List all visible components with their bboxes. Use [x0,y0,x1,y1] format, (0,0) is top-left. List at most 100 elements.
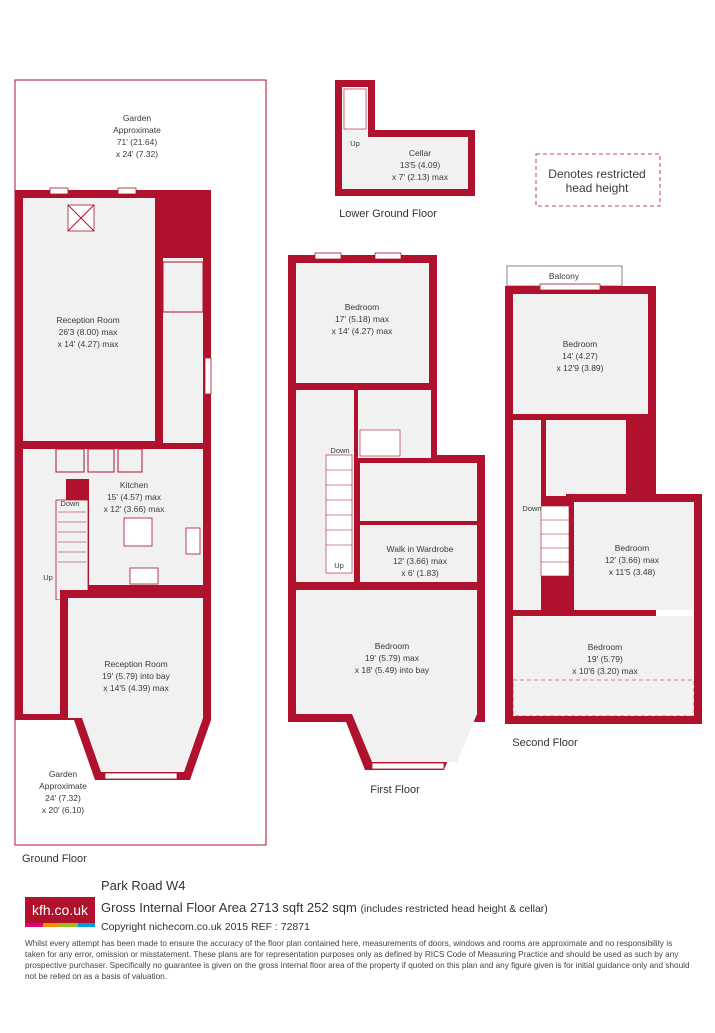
garden-front-l4: x 20' (6.10) [42,805,84,815]
garden-rear-l4: x 24' (7.32) [116,149,158,159]
floor-area: Gross Internal Floor Area 2713 sqft 252 … [101,900,548,915]
reception-rear-l3: x 14' (4.27) max [58,339,119,349]
reception-front-l2: 19' (5.79) into bay [102,671,171,681]
floor-label-lower-ground: Lower Ground Floor [339,208,437,220]
first-bed-rear-l2: 17' (5.18) max [335,314,390,324]
first-rear-window [314,252,342,260]
second-bed-mid-l2: 12' (3.66) max [605,555,660,565]
front-bay-window [104,772,178,780]
wc-ground [162,261,204,313]
cellar-l1: Cellar [409,148,431,158]
second-restricted-area [512,679,695,717]
kfh-logo: kfh.co.uk [25,897,95,923]
stripe-blue [77,923,95,927]
first-bed-front [296,590,477,762]
balcony-label: Balcony [549,271,580,281]
logo-stripe [25,923,95,927]
kitchen-sink [185,527,201,555]
second-bed-front-l1: Bedroom [588,642,623,652]
second-bed-mid-l1: Bedroom [615,543,650,553]
second-right-wall-ext [566,494,702,502]
first-floor [288,252,485,770]
stripe-green [60,923,78,927]
reception-front-l1: Reception Room [104,659,167,669]
garden-front-l2: Approximate [39,781,87,791]
first-bed-rear [296,263,429,383]
first-rear-window-2 [374,252,402,260]
reception-front-l3: x 14'5 (4.39) max [103,683,169,693]
legend-line-1: Denotes restricted [548,167,645,181]
cellar-l2: 13'5 (4.09) [400,160,441,170]
kitchen-hob [129,567,159,585]
first-stairs [325,454,353,574]
floor-label-second: Second Floor [512,737,578,749]
rear-window [49,187,69,195]
first-stairs-up: Up [334,561,344,570]
second-bed-rear-l3: x 12'9 (3.89) [557,363,604,373]
ground-stairs-down: Down [60,499,79,508]
floor-plan: Denotes restricted head height Garden Ap… [14,79,702,865]
second-right-wall [694,494,702,724]
first-bed-front-l1: Bedroom [375,641,410,651]
second-bed-front-l2: 19' (5.79) [587,654,623,664]
second-bed-mid [574,502,694,610]
walk-in-l3: x 6' (1.83) [401,568,439,578]
second-bed-rear [513,294,648,414]
second-stairs [540,505,570,577]
reception-room-front [68,598,203,772]
stripe-pink [25,923,43,927]
cellar-floor [342,87,468,189]
first-bed-rear-l3: x 14' (4.27) max [332,326,393,336]
cellar-stairs-up: Up [350,139,360,148]
kitchen-l2: 15' (4.57) max [107,492,162,502]
floor-label-first: First Floor [370,784,420,796]
copyright: Copyright nichecom.co.uk 2015 REF : 7287… [101,921,310,933]
porch [23,600,60,714]
cupboard-2 [87,448,115,473]
cupboard-1 [55,448,85,473]
kitchen-island [123,517,153,547]
second-bed-rear-l1: Bedroom [563,339,598,349]
walk-in-l2: 12' (3.66) max [393,556,448,566]
first-bath [359,429,401,457]
ground-floor [14,79,267,846]
garden-front-l3: 24' (7.32) [45,793,81,803]
stripe-orange [42,923,60,927]
second-bottom-wall [505,716,702,724]
second-bed-mid-l3: x 11'5 (3.48) [609,567,656,577]
walk-in-l1: Walk in Wardrobe [387,544,454,554]
lower-ground-floor [335,80,475,196]
walk-in-wardrobe-room [360,525,477,582]
first-bed-rear-l1: Bedroom [345,302,380,312]
ground-stairs-up: Up [43,573,53,582]
cellar-stairs [343,88,367,130]
legend-line-2: head height [566,181,629,195]
garden-rear-l2: Approximate [113,125,161,135]
second-bed-front-l3: x 10'6 (3.20) max [572,666,638,676]
garden-rear-l3: 71' (21.64) [117,137,158,147]
first-bay-window [371,762,445,770]
ground-stairs [55,499,89,601]
first-stairs-down: Down [330,446,349,455]
garden-rear-l1: Garden [123,113,152,123]
property-address: Park Road W4 [101,878,186,893]
reception-room-rear [23,198,155,441]
kitchen-l1: Kitchen [120,480,149,490]
floor-label-ground: Ground Floor [22,853,87,865]
kitchen-l3: x 12' (3.66) max [104,504,165,514]
floor-area-value: Gross Internal Floor Area 2713 sqft 252 … [101,900,357,915]
cupboard-3 [117,448,143,473]
first-bed-front-l2: 19' (5.79) max [365,653,420,663]
cellar-l3: x 7' (2.13) max [392,172,449,182]
stair-treads [58,511,86,563]
second-bathroom [546,420,626,496]
second-floor [505,265,702,724]
garden-front-l1: Garden [49,769,78,779]
reception-rear-l1: Reception Room [56,315,119,325]
second-landing [513,420,541,610]
second-bed-rear-l2: 14' (4.27) [562,351,598,361]
first-ensuite [360,463,477,521]
restricted-legend-box [535,153,661,207]
second-bed-front [513,616,694,716]
floor-area-note: (includes restricted head height & cella… [360,903,548,915]
